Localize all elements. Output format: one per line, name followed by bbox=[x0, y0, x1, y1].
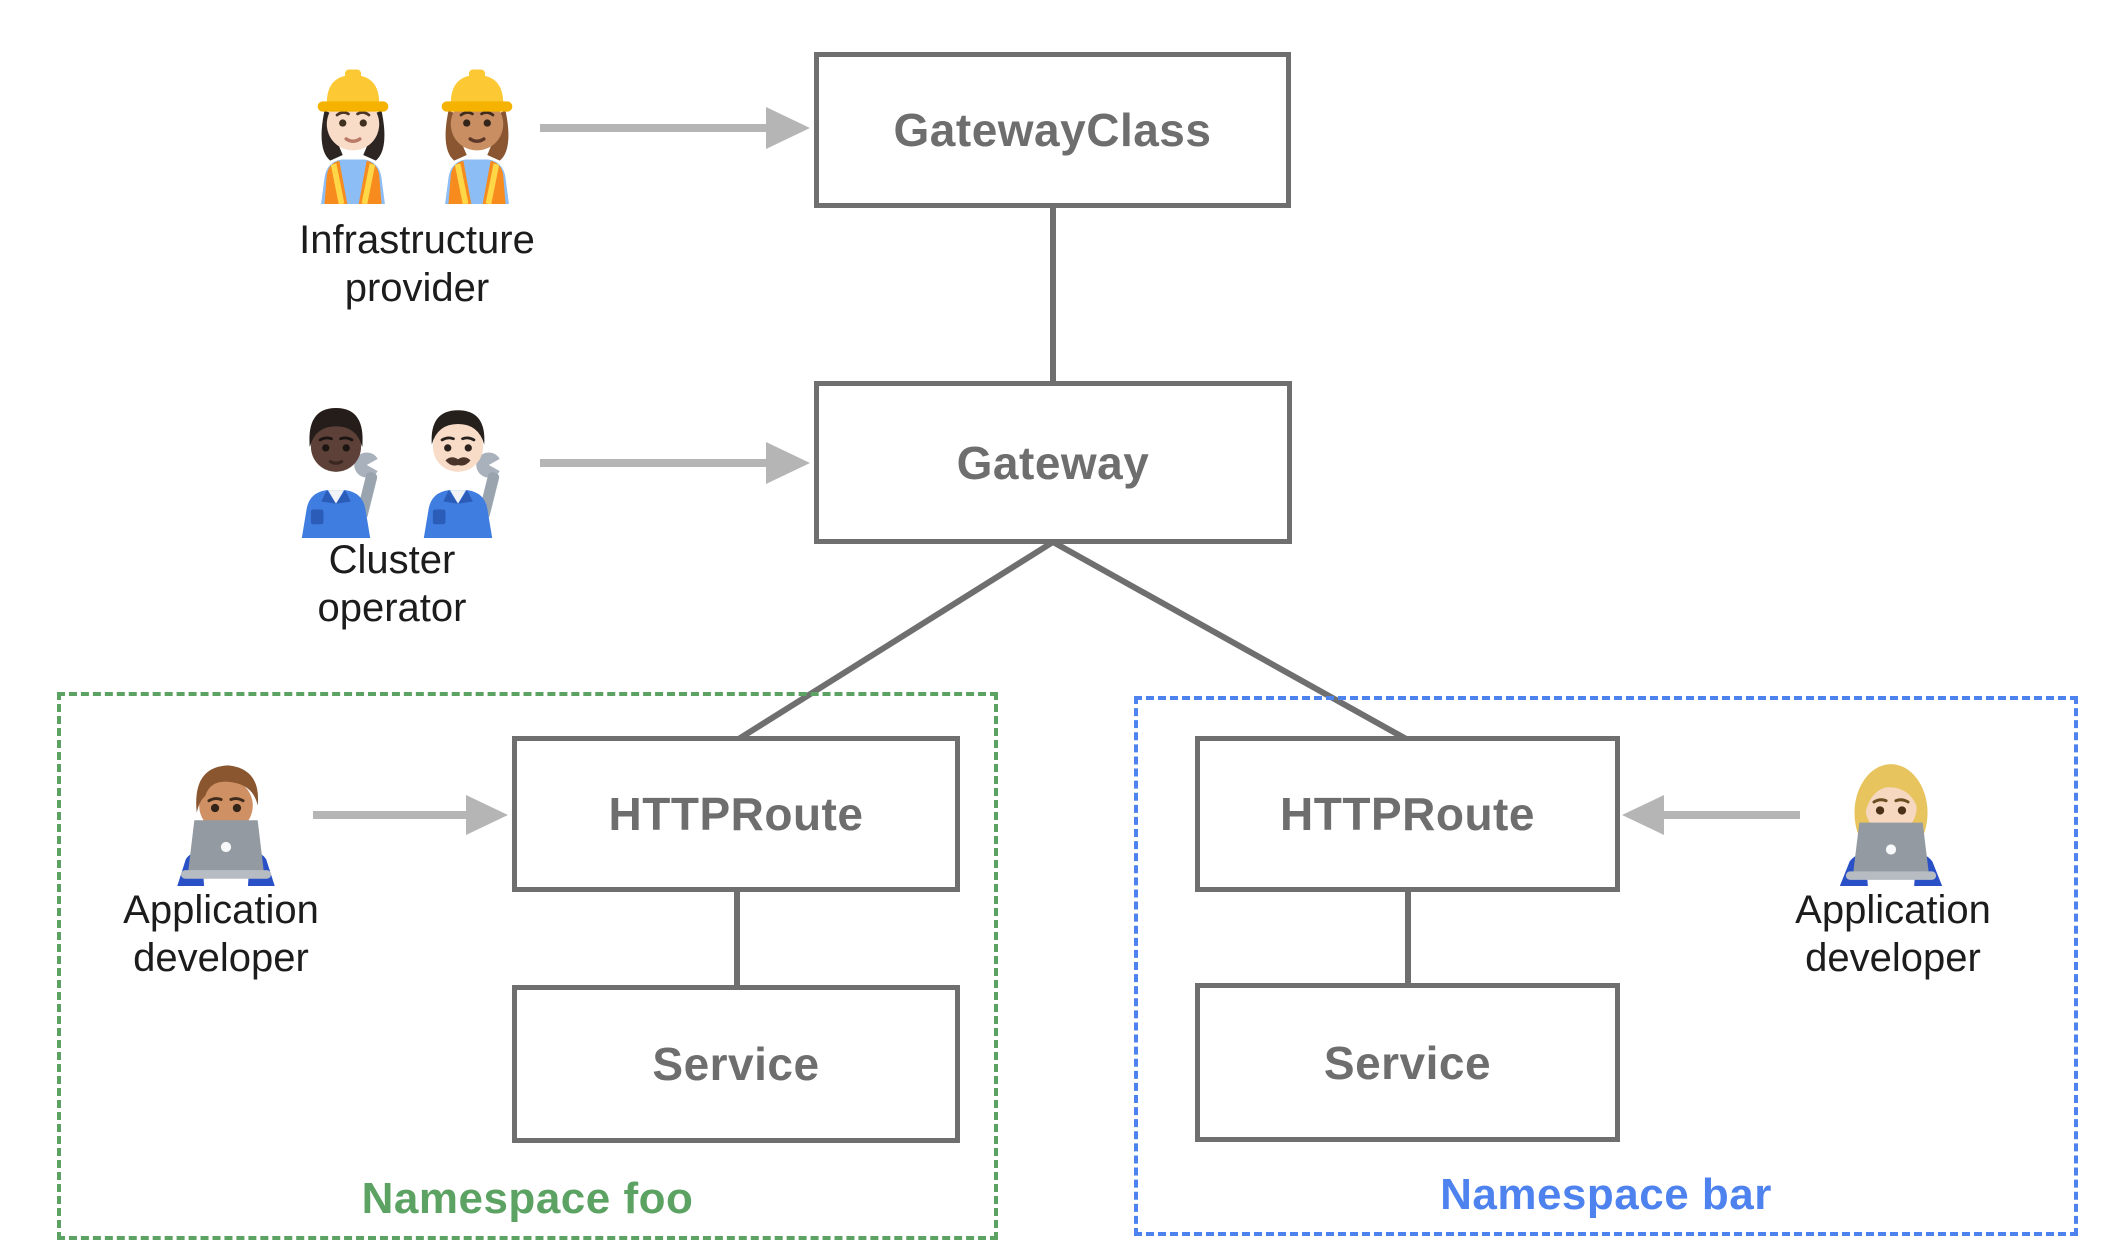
namespace-bar-label: Namespace bar bbox=[1440, 1170, 1772, 1219]
node-gateway: Gateway bbox=[814, 381, 1292, 544]
app-developer-bar-label-line1: Application bbox=[1795, 888, 1991, 932]
cluster-operator-label-line2: operator bbox=[317, 586, 467, 630]
node-httproute-bar: HTTPRoute bbox=[1195, 736, 1620, 892]
man-mechanic-light-emoji bbox=[423, 410, 510, 538]
namespace-foo-box: Namespace foo bbox=[57, 692, 998, 1240]
node-gatewayclass: GatewayClass bbox=[814, 52, 1291, 208]
app-developer-bar-label-line2: developer bbox=[1805, 936, 1981, 980]
infrastructure-provider-label-line1: Infrastructure bbox=[299, 218, 535, 262]
app-developer-foo-label: Application developer bbox=[21, 886, 421, 982]
infrastructure-provider-label-line2: provider bbox=[344, 266, 490, 310]
infrastructure-provider-label: Infrastructure provider bbox=[217, 216, 617, 312]
namespace-bar-box: Namespace bar bbox=[1134, 696, 2078, 1236]
arrow-infrastructure-provider bbox=[540, 107, 810, 149]
person-mechanic-dark-emoji bbox=[301, 408, 388, 538]
node-httproute-foo: HTTPRoute bbox=[512, 736, 960, 892]
cluster-operator-label-line1: Cluster bbox=[328, 538, 456, 582]
man-technologist-medium-emoji bbox=[177, 765, 275, 886]
arrow-cluster-operator bbox=[540, 442, 810, 484]
app-developer-foo-label-line1: Application bbox=[123, 888, 319, 932]
node-service-bar: Service bbox=[1195, 983, 1620, 1142]
woman-construction-worker-medium-emoji bbox=[441, 69, 513, 204]
cluster-operator-label: Cluster operator bbox=[192, 536, 592, 632]
app-developer-bar-label: Application developer bbox=[1693, 886, 2093, 982]
namespace-foo-label: Namespace foo bbox=[361, 1174, 694, 1223]
woman-technologist-light-emoji bbox=[1839, 764, 1943, 886]
app-developer-foo-label-line2: developer bbox=[133, 936, 309, 980]
woman-construction-worker-light-emoji bbox=[317, 69, 389, 204]
node-service-foo: Service bbox=[512, 985, 960, 1143]
